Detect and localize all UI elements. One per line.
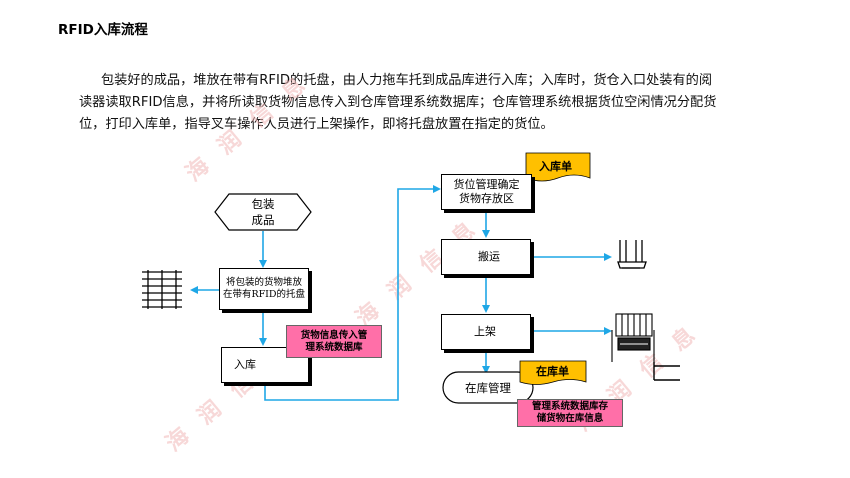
end-note-text: 管理系统数据库存 储货物在库信息 [531, 401, 608, 424]
end-note: 管理系统数据库存 储货物在库信息 [517, 399, 623, 427]
end-doc-shape [519, 360, 587, 385]
carry-label: 搬运 [478, 250, 500, 263]
start-hexagon [214, 193, 312, 231]
pallet-icon [142, 270, 182, 309]
page-title: RFID入库流程 [58, 22, 148, 38]
forklift-icon [611, 313, 680, 381]
assign-location-label: 货位管理确定 货物存放区 [453, 178, 520, 205]
carry-step: 搬运 [441, 239, 531, 275]
stack-pallet-step: 将包装的货物堆放 在带有RFID的托盘 [219, 268, 309, 310]
end-terminator [442, 371, 534, 404]
assign-doc-shape [525, 152, 591, 182]
inbound-note: 货物信息传入管 理系统数据库 [286, 325, 382, 358]
start-label-line1: 包装 [252, 197, 275, 211]
shelve-label: 上架 [474, 325, 496, 338]
shelve-step: 上架 [441, 314, 531, 350]
end-label: 在库管理 [465, 381, 511, 395]
assign-doc-label: 入库单 [539, 160, 572, 173]
inbound-label: 入库 [234, 358, 256, 371]
stack-pallet-label: 将包装的货物堆放 在带有RFID的托盘 [222, 277, 306, 300]
hand-truck-icon [617, 240, 647, 269]
arrow-inbound-to-assign [264, 185, 441, 401]
assign-location-step: 货位管理确定 货物存放区 [441, 174, 532, 210]
start-label-line2: 成品 [252, 213, 275, 227]
inbound-note-text: 货物信息传入管 理系统数据库 [300, 329, 368, 353]
end-doc-label: 在库单 [536, 365, 569, 378]
intro-paragraph: 包装好的成品，堆放在带有RFID的托盘，由人力拖车托到成品库进行入库；入库时，货… [79, 73, 717, 132]
